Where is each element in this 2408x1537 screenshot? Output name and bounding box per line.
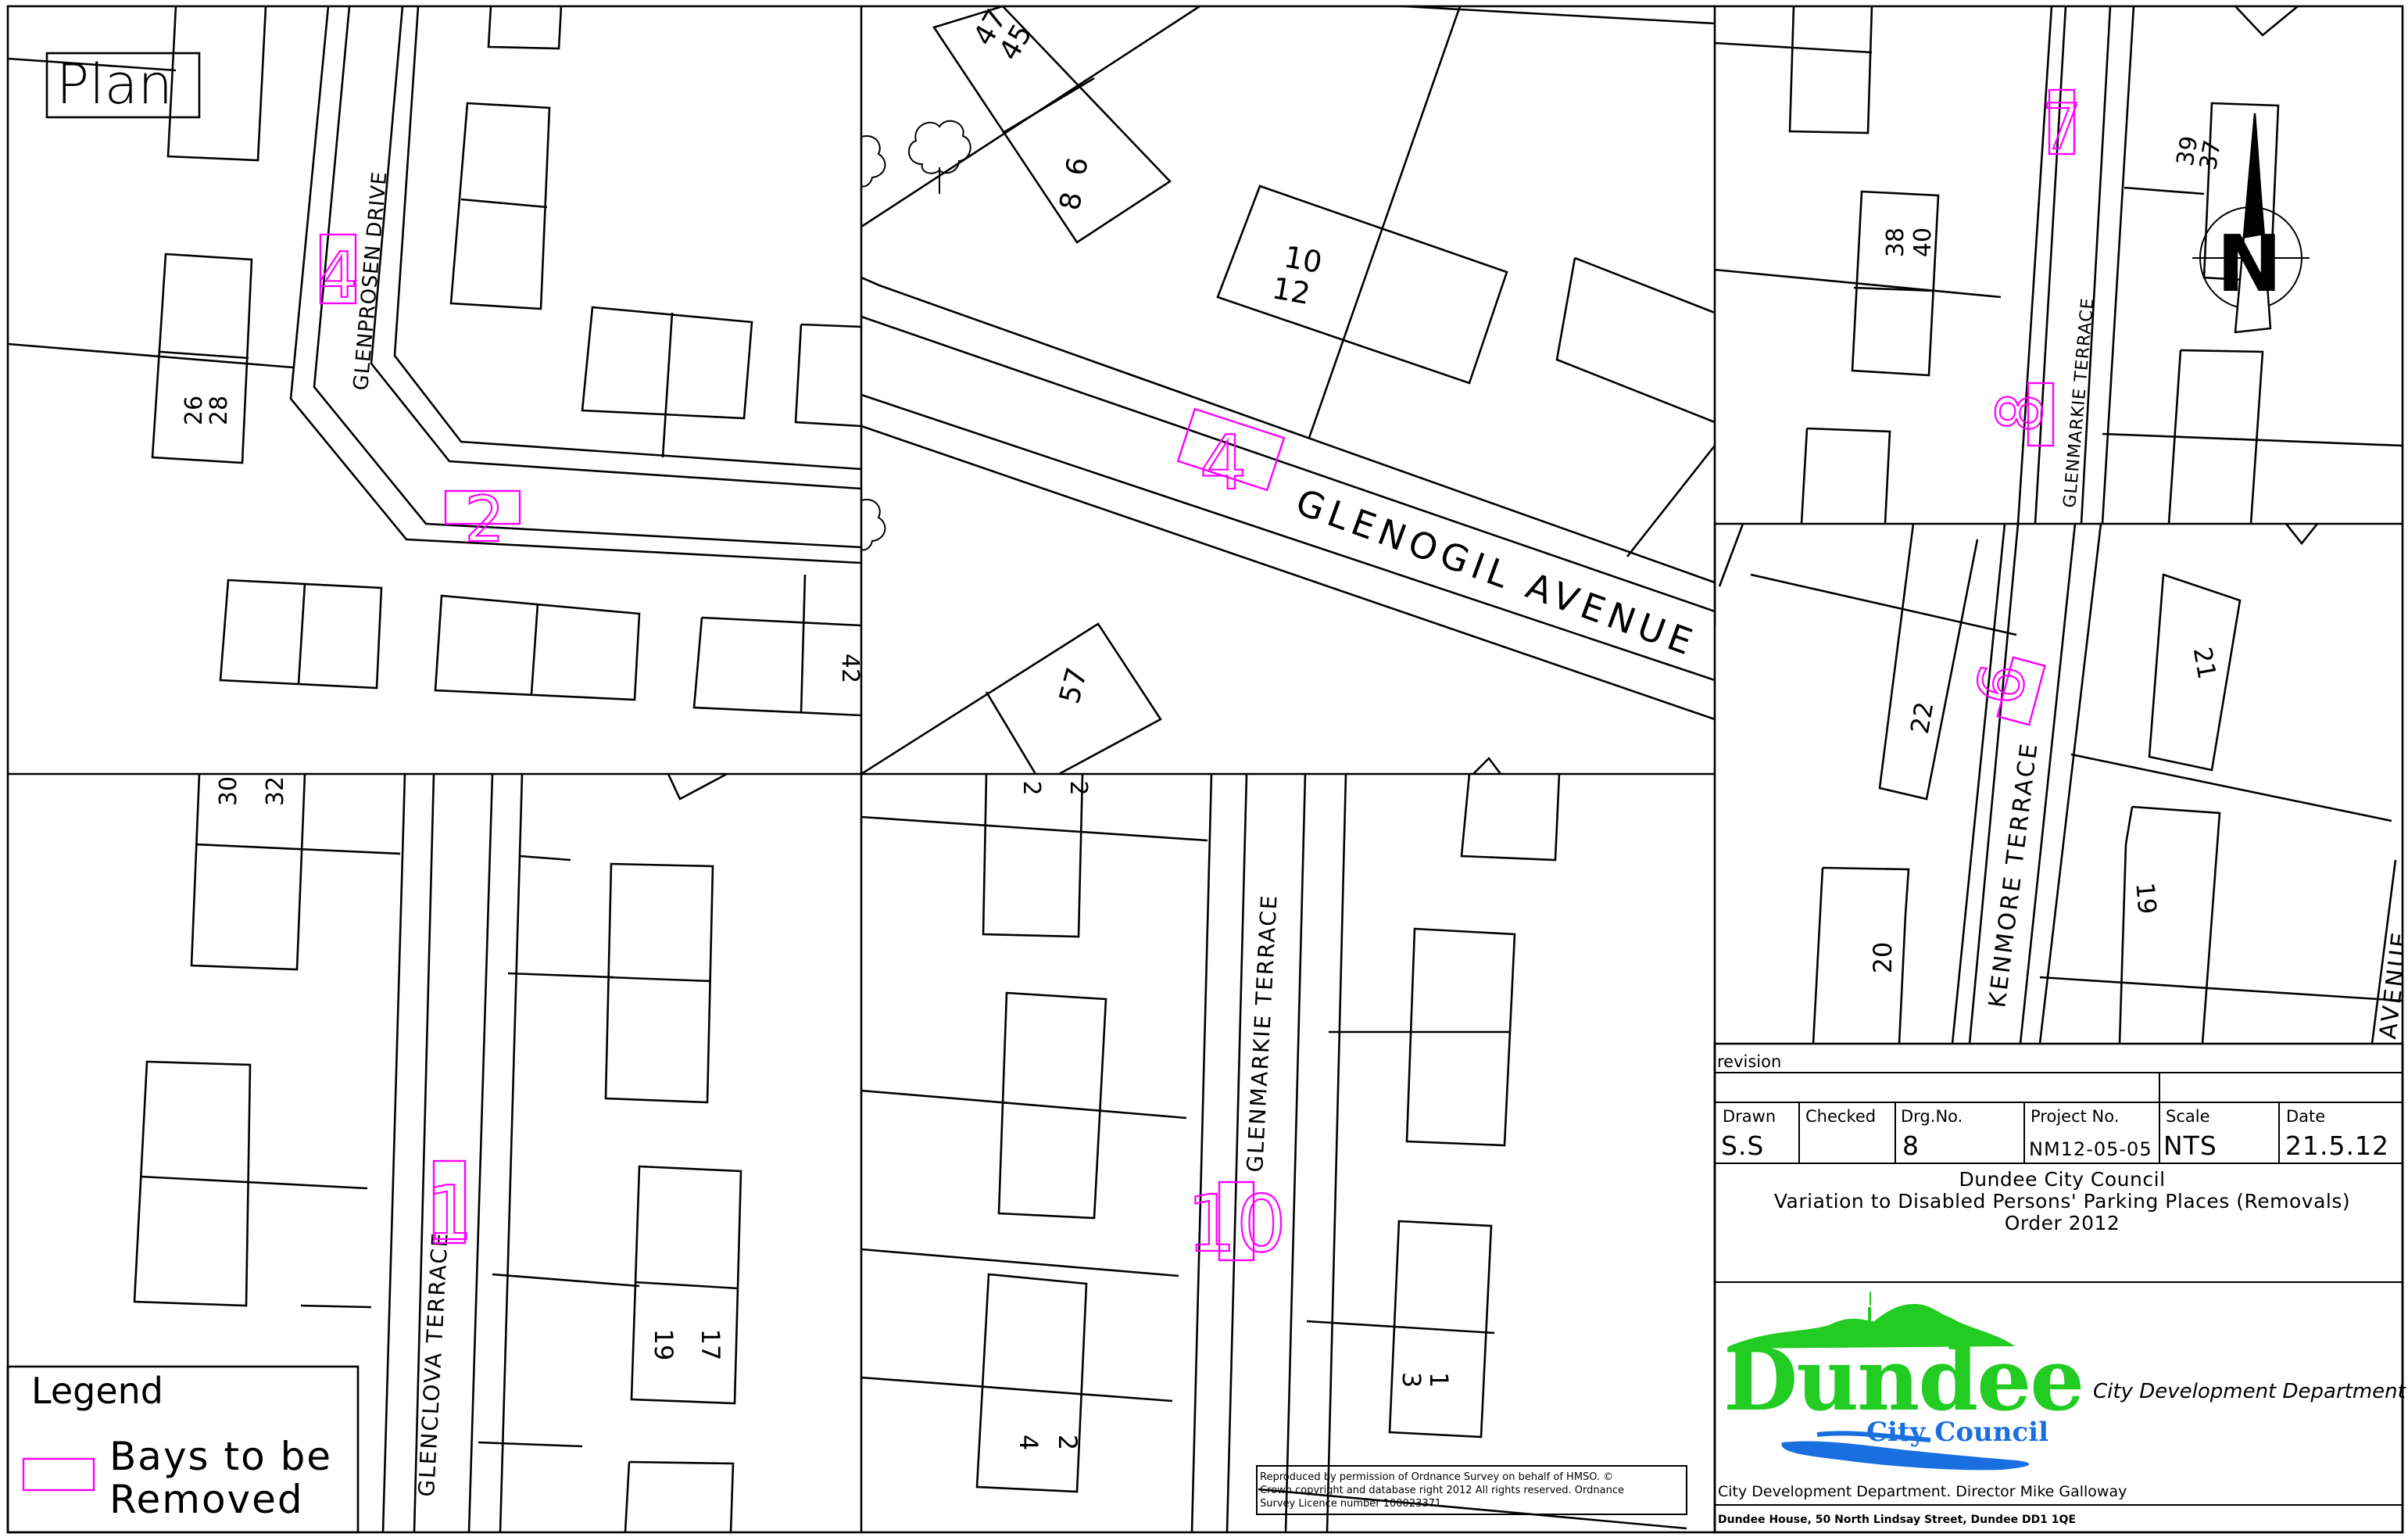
house-number: 12 [1269,270,1312,311]
house-number: 17 [696,1329,725,1361]
street-glenmarkie-bottom: GLENMARKIE TERRACE [1242,894,1283,1173]
date-label: Date [2286,1107,2326,1126]
logo-dundee: Dundee [1723,1329,2084,1430]
legend-item-line2: Removed [109,1477,304,1522]
bay-number: 10 [1186,1178,1286,1270]
drgno-label: Drg.No. [1901,1107,1963,1126]
title-block-grid [1713,1042,2404,1534]
bay-number: 4 [1200,421,1247,507]
title-line1: Dundee City Council [1959,1168,2166,1191]
title-line3: Order 2012 [2004,1212,2120,1234]
house-number: 39 [2172,134,2204,168]
house-number: 22 [1905,700,1939,736]
plan-title-box [45,52,201,119]
bay-number: 1 [426,1171,473,1257]
panel-glenmarkie-south: 2 2 2 4 1 3 GLENMARKIE TERRACE 10 [861,774,1687,1532]
house-number: 19 [2130,881,2162,915]
house-number: 30 [215,776,242,806]
legend-swatch [22,1457,95,1492]
north-arrow: N [2192,113,2310,334]
project-label: Project No. [2031,1107,2120,1126]
house-number: 57 [1054,665,1093,708]
os-notice-line2: Crown copyright and database right 2012 … [1260,1485,1624,1496]
drgno-value: 8 [1902,1130,1920,1161]
os-notice-line3: Survey Licence number 100023371. [1260,1498,1444,1510]
panel-glenmarkie-north: N 37 39 38 40 GLENMARKIE TERRACE 7 8 [1715,6,2403,524]
house-number: 19 [649,1329,678,1361]
house-number: 2 [1064,780,1092,795]
house-number: 32 [262,776,289,806]
os-notice-line1: Reproduced by permission of Ordnance Sur… [1260,1471,1613,1483]
north-label: N [2217,218,2282,310]
house-number: 4 [1014,1435,1043,1450]
bay-number: 2 [465,483,505,556]
bay-box [2048,88,2076,156]
panel-glenprosen: Plan 26 28 42 GLENPROSEN DRIVE 4 2 [8,6,864,717]
sheet-border [6,5,2404,1534]
street-glenmarkie-top: GLENMARKIE TERRACE [2060,297,2098,509]
house-number: 40 [1909,228,1937,257]
director-line: City Development Department. Director Mi… [1718,1483,2127,1500]
street-glenogil: GLENOGIL AVENUE [1290,481,1702,665]
bay-number: 6 [1963,658,2041,710]
bay-number: 8 [1982,389,2058,435]
legend-item-line1: Bays to be [109,1434,332,1479]
house-number: 21 [2188,645,2222,682]
house-number: 26 [181,396,208,425]
plan-title: Plan [56,52,173,116]
drawn-label: Drawn [1723,1107,1776,1126]
bay-box [444,489,521,525]
house-number: 2 [1018,780,1045,795]
legend-title: Legend [31,1370,163,1412]
revision-label: revision [1717,1052,1782,1071]
house-number: 20 [1868,942,1898,974]
title-line2: Variation to Disabled Persons' Parking P… [1773,1190,2351,1213]
house-number: 38 [1882,228,1909,257]
legend: Legend Bays to be Removed [6,1365,360,1534]
house-number: 37 [2195,138,2227,173]
house-number: 2 [1053,1435,1082,1450]
street-kenmore: KENMORE TERRACE [1984,740,2043,1009]
os-notice: Reproduced by permission of Ordnance Sur… [1256,1465,1687,1515]
checked-label: Checked [1805,1107,1877,1126]
bay-number: 4 [318,239,358,312]
house-number: 10 [1282,239,1325,280]
bay-box [432,1159,467,1245]
drawing-title: Dundee City Council Variation to Disable… [1716,1169,2408,1234]
department-label: City Development Department [2093,1380,2406,1403]
logo-hill [1729,1304,2015,1349]
house-number: 1 [1424,1372,1454,1388]
house-number: 3 [1397,1372,1426,1388]
bay-box [1996,656,2046,726]
house-number: 6 [1060,155,1094,178]
logo-river [1781,1441,2030,1471]
logo-city-council: City Council [1866,1417,2048,1448]
panel-glenclova: 30 32 17 19 GLENCLOVA TERRACE 1 [133,774,742,1532]
house-number: 28 [206,396,233,425]
house-number: 8 [1054,189,1089,213]
bay-number: 7 [2042,91,2082,163]
panel-kenmore: 22 21 20 19 KENMORE TERRACE AVENUE 6 [1715,524,2403,1044]
bay-box [2027,382,2055,447]
bay-box [1176,407,1286,492]
bay-box [319,233,357,305]
panel-glenogil: 45 47 6 8 10 12 57 GLENOGIL AVENUE 4 [861,6,1715,774]
address-line: Dundee House, 50 North Lindsay Street, D… [1718,1514,2077,1526]
drawn-value: S.S [1721,1130,1765,1161]
project-value: NM12-05-05 [2029,1138,2152,1160]
date-value: 21.5.12 [2285,1130,2389,1161]
bay-box [1218,1181,1255,1262]
scale-value: NTS [2163,1130,2217,1161]
scale-label: Scale [2166,1107,2210,1126]
house-number: 42 [836,654,864,683]
